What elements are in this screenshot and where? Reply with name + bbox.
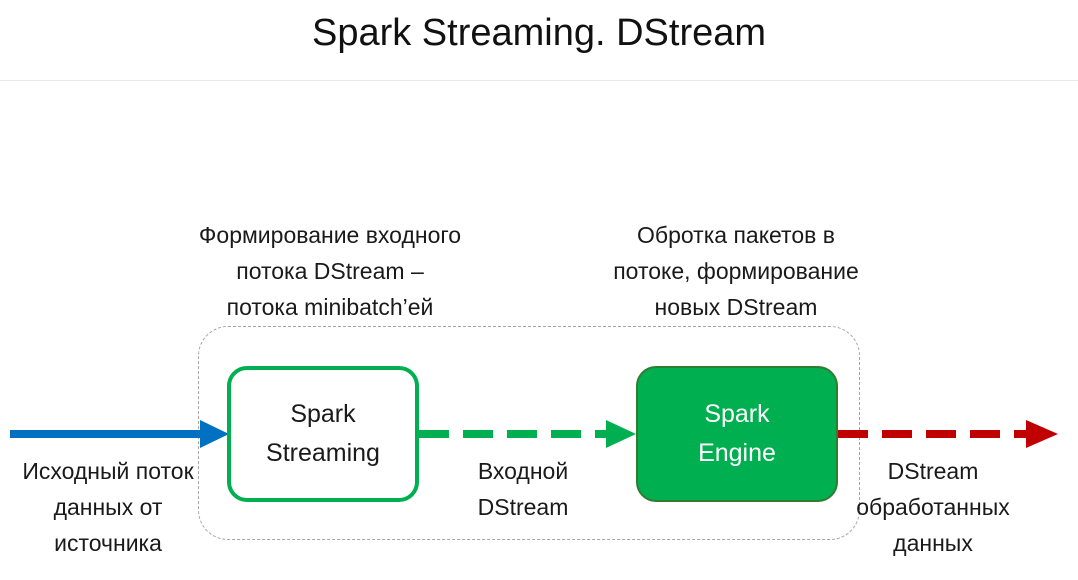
caption-line: Обротка пакетов в [637,222,835,248]
label-line: обработанных [856,494,1010,520]
node-label-line: Engine [698,439,776,467]
spark-engine-node: Spark Engine [636,366,838,502]
caption-input-formation: Формирование входного потока DStream – п… [160,217,500,325]
label-line: источника [54,530,162,556]
label-line: Исходный поток [22,458,194,484]
label-line: DStream [887,458,979,484]
input-dstream-label: Входной DStream [440,453,606,525]
label-line: Входной [477,458,569,484]
input-dstream-arrowhead [606,420,636,448]
title-divider [0,80,1078,81]
output-dstream-arrowhead [1026,420,1058,448]
source-stream-label: Исходный поток данных от источника [0,453,216,561]
caption-line: Формирование входного [198,222,462,248]
node-label-line: Streaming [266,439,380,467]
label-line: DStream [477,494,569,520]
caption-line: новых DStream [654,294,818,320]
caption-line: потока minibatch’ей [226,294,434,320]
node-label-line: Spark [704,400,770,428]
caption-line: потока DStream – [236,258,424,284]
source-stream-arrowhead [200,420,229,448]
label-line: данных [893,530,973,556]
caption-line: потоке, формирование [613,258,859,284]
node-label-line: Spark [290,400,356,428]
spark-streaming-node: Spark Streaming [227,366,419,502]
output-dstream-label: DStream обработанных данных [836,453,1030,561]
label-line: данных от [53,494,163,520]
caption-processing: Обротка пакетов в потоке, формирование н… [566,217,906,325]
page-title: Spark Streaming. DStream [311,12,767,54]
